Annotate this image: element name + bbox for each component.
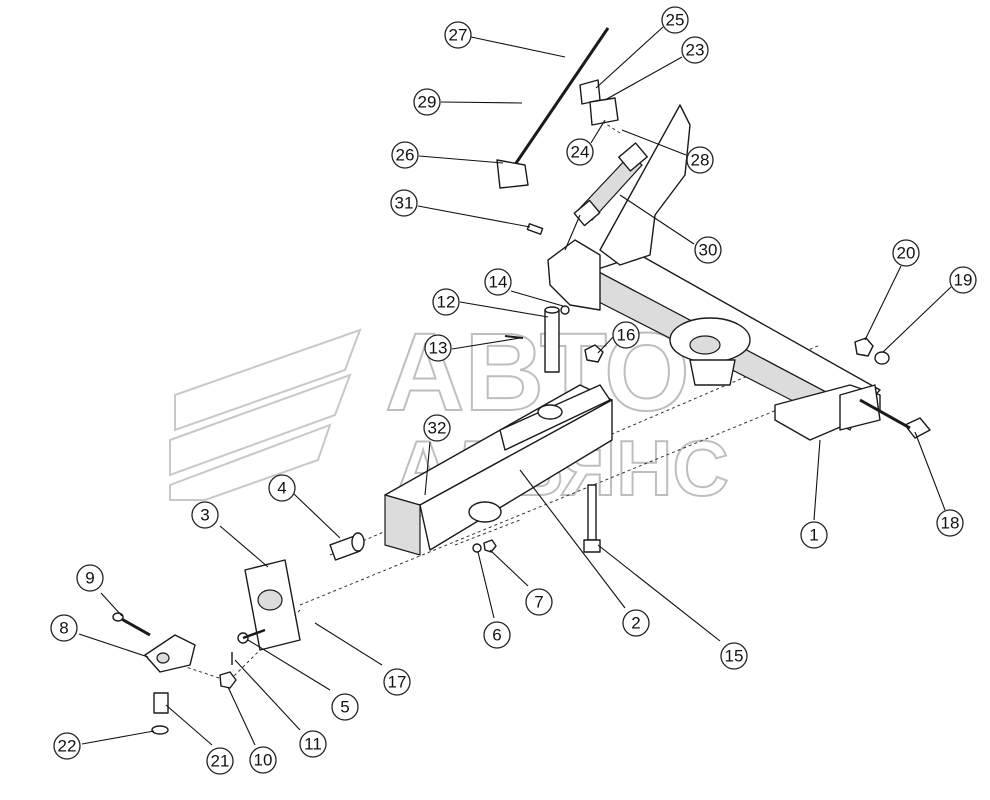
part-12-pin [544,306,560,373]
callout-24-label: 24 [571,143,590,162]
callout-27-label: 27 [449,26,468,45]
callout-25-label: 25 [666,11,685,30]
callout-14: 14 [484,268,512,296]
part-16-nut [584,344,604,363]
callout-6-label: 6 [492,626,501,645]
callout-3: 3 [191,501,219,529]
callout-29-label: 29 [418,93,437,112]
callout-10-label: 10 [254,751,273,770]
callout-24: 24 [566,138,594,166]
callout-15-label: 15 [725,647,744,666]
part-21-bushing [153,692,169,714]
callout-15: 15 [720,642,748,670]
callout-23-label: 23 [686,41,705,60]
part-18-bolt [859,398,931,439]
callout-4: 4 [268,474,296,502]
callout-22-label: 22 [58,737,77,756]
part-10-nut [219,671,237,689]
callout-12: 12 [432,288,460,316]
callout-30-label: 30 [699,241,718,260]
callout-6: 6 [483,621,511,649]
callout-4-label: 4 [277,479,286,498]
callout-11-label: 11 [304,735,322,754]
part-31-pin [526,223,544,235]
part-7-nut [483,539,497,553]
callout-32-label: 32 [428,419,447,438]
part-9-bolt [112,612,151,637]
callout-10: 10 [249,746,277,774]
callout-19: 19 [949,266,977,294]
part-23-24-25-bracket [579,79,619,126]
callout-30: 30 [694,236,722,264]
callout-25: 25 [661,6,689,34]
part-8-clevis [144,634,196,673]
part-26-rod-bracket [496,27,610,189]
callout-7-label: 7 [534,593,543,612]
callout-8: 8 [50,614,78,642]
callout-18-label: 18 [941,514,960,533]
callout-31-label: 31 [395,194,414,213]
part-14-nut [560,305,570,315]
part-30-cylinder [564,142,648,251]
callout-28: 28 [686,146,714,174]
part-5-bolt [237,628,266,644]
part-2-lower-frame [384,384,613,556]
part-4-axle-pin [329,532,365,561]
part-3-flange-plate [244,559,301,651]
callout-16-label: 16 [617,326,636,345]
part-22-washer [151,725,169,735]
callout-20: 20 [892,239,920,267]
callout-26: 26 [391,141,419,169]
callout-13: 13 [424,334,452,362]
callout-21-label: 21 [211,752,230,771]
callout-1: 1 [800,521,828,549]
part-20-nut [854,337,874,357]
callout-26-label: 26 [396,146,415,165]
callout-9-label: 9 [85,569,94,588]
callout-2: 2 [622,609,650,637]
part-15-bolt [583,484,601,553]
callout-1-label: 1 [809,526,818,545]
callout-23: 23 [681,36,709,64]
callout-14-label: 14 [489,273,508,292]
callout-17-label: 17 [388,673,407,692]
callout-19-label: 19 [954,271,973,290]
callout-12-label: 12 [437,293,456,312]
callout-2-label: 2 [631,614,640,633]
callout-17: 17 [383,668,411,696]
callout-21: 21 [206,747,234,775]
callout-22: 22 [53,732,81,760]
callout-5: 5 [331,693,359,721]
leader-lines [78,26,952,746]
callout-16: 16 [612,321,640,349]
callout-13-label: 13 [429,339,448,358]
callout-18: 18 [936,509,964,537]
callout-11: 11 [299,730,327,758]
part-1-main-beam [547,239,881,441]
callout-9: 9 [76,564,104,592]
callout-7: 7 [525,588,553,616]
callout-28-label: 28 [691,151,710,170]
callout-29: 29 [413,88,441,116]
callout-3-label: 3 [200,506,209,525]
callout-27: 27 [444,21,472,49]
callout-31: 31 [390,189,418,217]
upright-plate [599,104,691,266]
callout-8-label: 8 [59,619,68,638]
part-19-washer [874,351,890,365]
part-6-washer [472,543,482,553]
callout-5-label: 5 [340,698,349,717]
part-13-bolt [504,335,524,339]
callout-20-label: 20 [897,244,916,263]
callout-32: 32 [423,414,451,442]
